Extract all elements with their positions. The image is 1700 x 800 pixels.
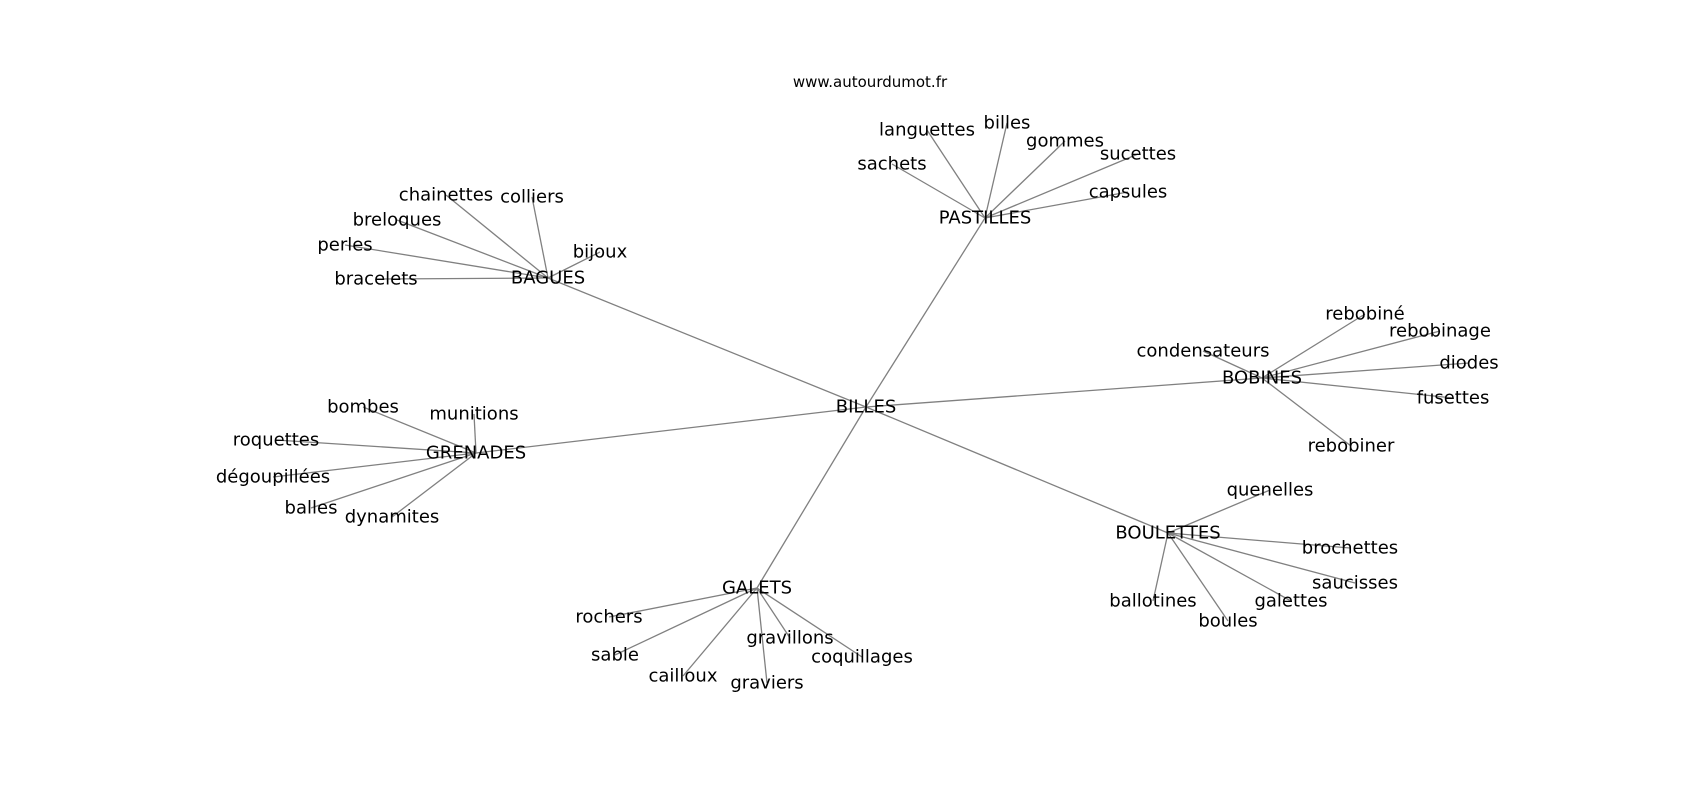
edge-bagues-perles [344,244,549,279]
edge-bobines-fusettes [1261,377,1454,399]
node-leaf-breloques: breloques [353,210,442,231]
edge-bagues-chainettes [445,194,549,279]
edge-billes-galets [756,406,867,589]
node-leaf-dynamites: dynamites [345,507,440,528]
edge-boulettes-brochettes [1167,532,1351,549]
edge-galets-graviers [756,587,768,684]
node-leaf-languettes: languettes [879,120,975,141]
edge-billes-bobines [865,377,1263,408]
node-leaf-cailloux: cailloux [648,666,717,687]
node-leaf-fusettes: fusettes [1417,388,1490,409]
edge-bagues-bijoux [547,251,601,279]
edge-galets-gravillons [756,587,791,639]
edge-galets-cailloux [682,587,758,677]
node-leaf-capsules: capsules [1089,182,1168,203]
node-leaf-gommes: gommes [1026,131,1104,152]
node-leaf-coquillages: coquillages [811,647,913,668]
edge-pastilles-gommes [984,140,1066,219]
edge-grenades-munitions [473,413,477,454]
node-leaf-perles: perles [317,235,372,256]
edge-bobines-rebobiner [1261,377,1352,447]
node-leaf-degoupillees: dégoupillées [216,467,330,488]
edge-pastilles-sachets [891,163,986,219]
node-leaf-billes: billes [984,113,1031,134]
edge-bagues-breloques [396,219,549,279]
node-leaf-sachets: sachets [857,154,926,175]
edge-bobines-rebobinage [1261,330,1441,379]
graph-edges [272,122,1470,684]
node-hub-bobines: BOBINES [1222,368,1302,389]
node-leaf-quenelles: quenelles [1227,480,1314,501]
edge-grenades-roquettes [275,439,477,454]
node-leaf-roquettes: roquettes [233,430,320,451]
node-leaf-boules: boules [1198,611,1257,632]
edge-boulettes-galettes [1167,532,1292,602]
edge-grenades-degoupillees [272,452,477,478]
node-leaf-colliers: colliers [500,187,564,208]
node-leaf-bijoux: bijoux [573,242,628,263]
edge-bagues-bracelets [375,277,549,280]
node-hub-boulettes: BOULETTES [1115,523,1220,544]
node-hub-bagues: BAGUES [511,268,585,289]
node-leaf-balles: balles [285,498,338,519]
edge-bobines-diodes [1261,362,1470,379]
node-leaf-gravillons: gravillons [746,628,833,649]
node-leaf-condensateurs: condensateurs [1137,341,1270,362]
edge-pastilles-sucettes [984,153,1139,219]
node-root-billes: BILLES [836,397,897,418]
node-leaf-graviers: graviers [730,673,803,694]
edge-billes-pastilles [865,217,986,408]
edge-pastilles-languettes [926,129,986,219]
edge-billes-grenades [475,406,867,454]
edge-grenades-dynamites [391,452,477,518]
node-leaf-bracelets: bracelets [334,269,417,290]
node-leaf-rochers: rochers [575,607,642,628]
edge-bobines-rebobine [1261,313,1366,379]
edge-pastilles-capsules [984,191,1129,219]
edge-bagues-colliers [531,196,549,279]
node-leaf-diodes: diodes [1439,353,1498,374]
node-leaf-saucisses: saucisses [1312,573,1398,594]
node-hub-grenades: GRENADES [426,443,526,464]
node-leaf-bombes: bombes [327,397,399,418]
edge-billes-bagues [547,277,867,408]
edge-boulettes-saucisses [1167,532,1356,584]
node-leaf-chainettes: chainettes [399,185,493,206]
edge-billes-boulettes [865,406,1169,534]
node-hub-pastilles: PASTILLES [939,208,1032,229]
edge-grenades-bombes [362,406,477,454]
node-leaf-brochettes: brochettes [1302,538,1398,559]
node-leaf-galettes: galettes [1254,591,1327,612]
node-leaf-rebobiner: rebobiner [1308,436,1395,457]
edge-boulettes-quenelles [1167,489,1271,534]
edge-bobines-condensateurs [1202,350,1263,379]
edge-boulettes-ballotines [1152,532,1169,602]
node-leaf-rebobine: rebobiné [1325,304,1404,325]
edge-grenades-balles [310,452,477,509]
edge-galets-rochers [608,587,758,618]
node-leaf-rebobinage: rebobinage [1389,321,1491,342]
edge-galets-coquillages [756,587,863,658]
node-hub-galets: GALETS [722,578,792,599]
node-leaf-ballotines: ballotines [1109,591,1196,612]
edge-pastilles-billes [984,122,1008,219]
graph-node-labels: BILLES PASTILLES languettes billesgommessuc… [216,113,1499,694]
node-leaf-sucettes: sucettes [1100,144,1176,165]
source-label: www.autourdumot.fr [793,73,948,91]
node-leaf-munitions: munitions [429,404,518,425]
edge-galets-sable [614,587,758,656]
node-leaf-sable: sable [591,645,639,666]
edge-boulettes-boules [1167,532,1229,622]
